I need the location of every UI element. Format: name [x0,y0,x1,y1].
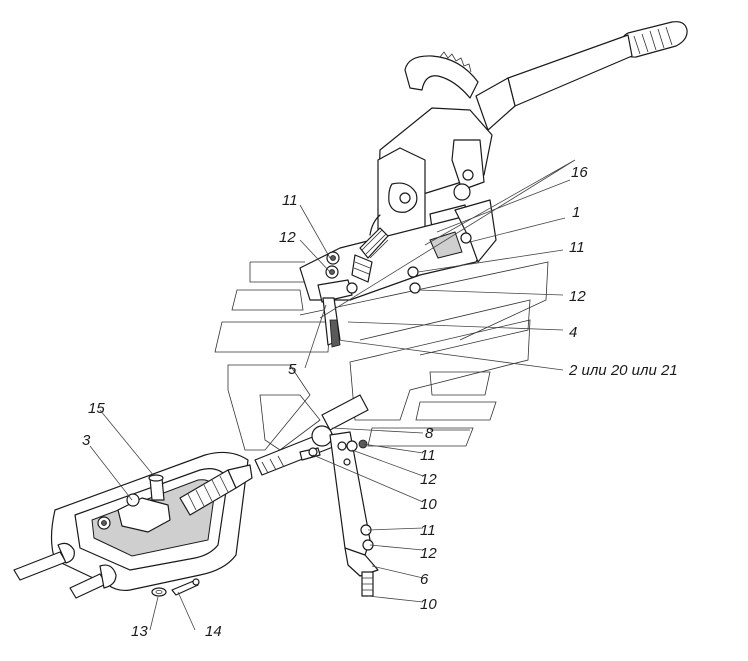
label-5: 5 [288,361,297,378]
label-14: 14 [205,623,222,640]
label-10-mid: 10 [420,496,437,513]
label-6: 6 [420,571,429,588]
label-11-right: 11 [569,239,585,256]
label-15: 15 [88,400,105,417]
label-12-top: 12 [279,229,296,246]
label-3: 3 [82,432,91,449]
label-11-mid: 11 [420,447,436,464]
label-1: 1 [572,204,580,221]
label-2-20-21: 2 или 20 или 21 [568,362,678,379]
label-13: 13 [131,623,148,640]
label-8: 8 [425,425,434,442]
label-12-low: 12 [420,545,437,562]
leader-lines [89,159,576,631]
label-10-low: 10 [420,596,437,613]
label-16: 16 [571,164,588,181]
callout-labels: 16 1 11 12 11 12 4 5 2 или 20 или 21 15 … [82,164,678,640]
floor-panel-outline [214,261,549,451]
label-12-mid: 12 [420,471,437,488]
label-4: 4 [569,324,577,341]
hand-brake-lever [299,21,688,348]
label-11-top: 11 [282,192,298,209]
label-11-low: 11 [420,522,436,539]
label-12-right: 12 [569,288,586,305]
cable-and-equalizer [254,394,379,597]
equalizer-housing [13,451,253,599]
